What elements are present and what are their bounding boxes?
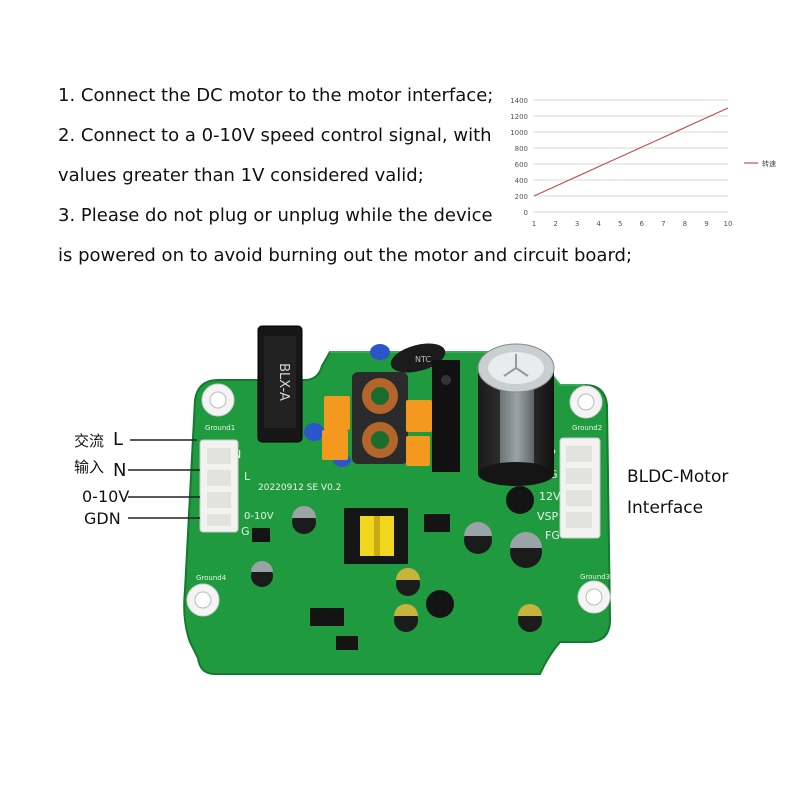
- chart-x-tick-label: 3: [575, 220, 579, 228]
- ceramic-capacitor: [304, 423, 324, 441]
- pin-label: 0-10V: [244, 511, 274, 522]
- speed-chart: 0 200 400 600 800 1000 1200 1400 1 2 3 4 5 6 7 8 9 10 转速: [510, 97, 776, 228]
- chart-x-tick-label: 6: [640, 220, 645, 228]
- ac-input-label-line2: 输入: [74, 458, 105, 476]
- electrolytic-capacitor: [464, 522, 492, 554]
- ic-chip: [336, 636, 358, 650]
- electrolytic-capacitor: [251, 561, 273, 587]
- electrolytic-capacitor: [292, 506, 316, 534]
- fuse-holder: BLX-A: [257, 325, 303, 443]
- pin-label: L: [244, 470, 251, 483]
- neutral-pin-label: N: [113, 460, 127, 481]
- chart-x-tick-label: 9: [704, 220, 708, 228]
- pin-label: FG: [545, 529, 560, 542]
- chart-legend: 转速: [744, 159, 776, 168]
- chart-y-ticks: 0 200 400 600 800 1000 1200 1400: [510, 97, 528, 217]
- chart-y-tick-label: 1400: [510, 97, 528, 105]
- pin-label: N: [233, 448, 241, 461]
- chart-x-tick-label: 7: [661, 220, 665, 228]
- instruction-line-4: 3. Please do not plug or unplug while th…: [58, 205, 493, 226]
- ic-chip: [424, 514, 450, 532]
- ceramic-capacitor: [370, 344, 390, 360]
- electrolytic-capacitor: [518, 604, 542, 632]
- x-capacitor: [406, 436, 430, 466]
- chart-y-tick-label: 200: [515, 193, 528, 201]
- chart-legend-label: 转速: [762, 159, 776, 168]
- ic-chip: [310, 608, 344, 626]
- ground-label: Ground2: [572, 424, 602, 432]
- chart-x-tick-label: 2: [553, 220, 557, 228]
- chart-series-line: [533, 107, 729, 197]
- chart-x-tick-label: 8: [683, 220, 687, 228]
- pin-label: 12V: [539, 490, 561, 503]
- chart-x-tick-label: 10: [724, 220, 733, 228]
- motor-interface-label-line1: BLDC-Motor: [627, 467, 729, 487]
- heatsink: [432, 360, 460, 472]
- line-pin-label: L: [113, 429, 124, 450]
- x-capacitor: [322, 430, 348, 460]
- signal-pin-label: 0-10V: [82, 487, 130, 506]
- chart-x-tick-label: 5: [618, 220, 622, 228]
- chart-series: [533, 107, 729, 197]
- ntc-thermistor: NTC: [390, 343, 446, 373]
- chart-x-tick-label: 1: [532, 220, 536, 228]
- chart-y-tick-label: 1000: [510, 129, 528, 137]
- chart-y-tick-label: 600: [515, 161, 528, 169]
- input-connector: [199, 439, 239, 533]
- ground-label: Ground3: [580, 573, 610, 581]
- mounting-hole: [569, 385, 603, 419]
- instruction-line-1: 1. Connect the DC motor to the motor int…: [58, 85, 494, 106]
- chart-grid: [534, 99, 728, 213]
- chart-y-tick-label: 800: [515, 145, 528, 153]
- electrolytic-capacitor: [394, 604, 418, 632]
- mounting-hole: [577, 580, 611, 614]
- electrolytic-capacitor: [506, 486, 534, 514]
- pin-label: VSP: [537, 510, 559, 523]
- ground-label: Ground4: [196, 574, 227, 582]
- version-label: 20220912 SE V0.2: [258, 483, 341, 493]
- motor-connector: [559, 437, 601, 539]
- instruction-line-5: is powered on to avoid burning out the m…: [58, 245, 633, 266]
- chart-y-tick-label: 400: [515, 177, 528, 185]
- chart-x-ticks: 1 2 3 4 5 6 7 8 9 10: [532, 220, 733, 228]
- chart-y-tick-label: 1200: [510, 113, 528, 121]
- mounting-hole: [201, 383, 235, 417]
- bulk-capacitor: [477, 343, 555, 486]
- mounting-hole: [186, 583, 220, 617]
- circuit-board: Ground1 Ground2 Ground3 Ground4 N L 0-10…: [183, 325, 612, 675]
- electrolytic-capacitor: [426, 590, 454, 618]
- ntc-label: NTC: [415, 355, 431, 364]
- common-mode-choke: [352, 372, 408, 464]
- ground-pin-label: GDN: [84, 509, 121, 528]
- chart-x-tick-label: 4: [596, 220, 601, 228]
- pin-label: G: [241, 525, 250, 538]
- electrolytic-capacitor: [396, 568, 420, 596]
- ac-input-label-line1: 交流: [74, 432, 105, 450]
- fuse-label: BLX-A: [276, 363, 291, 401]
- transformer: [344, 508, 408, 564]
- x-capacitor: [406, 400, 432, 432]
- ground-label: Ground1: [205, 424, 235, 432]
- instruction-line-2: 2. Connect to a 0-10V speed control sign…: [58, 125, 492, 146]
- x-capacitor: [324, 396, 350, 430]
- instruction-line-3: values greater than 1V considered valid;: [58, 165, 424, 186]
- electrolytic-capacitor: [510, 532, 542, 568]
- motor-interface-label-line2: Interface: [627, 498, 704, 518]
- ic-chip: [252, 528, 270, 542]
- chart-y-tick-label: 0: [524, 209, 528, 217]
